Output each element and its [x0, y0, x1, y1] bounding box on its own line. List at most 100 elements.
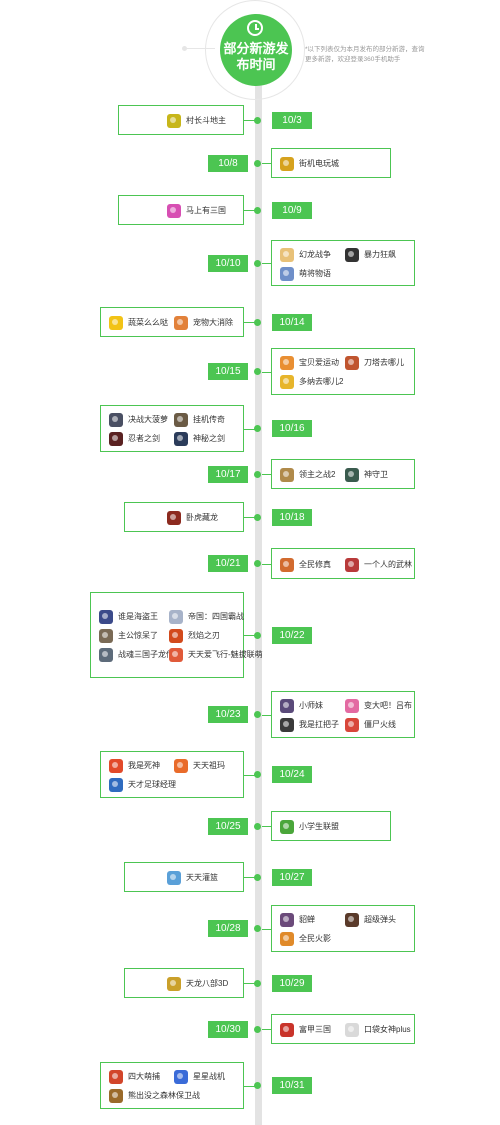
- game-item[interactable]: 街机电玩城: [280, 157, 339, 171]
- game-item[interactable]: 刀塔去哪儿: [345, 356, 404, 370]
- game-name: 暴力狂飙: [364, 249, 396, 259]
- game-item[interactable]: 暴力狂飙: [345, 247, 396, 262]
- game-icon[interactable]: [167, 511, 181, 525]
- date-badge: 10/23: [208, 706, 248, 723]
- game-icon[interactable]: [167, 204, 181, 218]
- clock-icon: [247, 20, 263, 36]
- game-icon[interactable]: [280, 468, 294, 482]
- game-icon[interactable]: [169, 648, 183, 662]
- game-icon[interactable]: [345, 468, 359, 482]
- game-icon[interactable]: [167, 114, 181, 128]
- game-name: 天天爱飞行-魅拔联萌: [188, 650, 263, 659]
- game-icon[interactable]: [345, 356, 359, 370]
- game-icon[interactable]: [280, 266, 294, 281]
- game-icon[interactable]: [174, 1070, 188, 1084]
- game-item[interactable]: 全民火影: [280, 932, 331, 946]
- game-item[interactable]: 天天灌篮: [167, 871, 218, 885]
- game-icon[interactable]: [169, 629, 183, 643]
- game-item[interactable]: 神秘之剑: [174, 432, 225, 446]
- game-icon[interactable]: [345, 718, 359, 732]
- game-item[interactable]: 天才足球经理: [109, 778, 176, 792]
- game-icon[interactable]: [280, 1023, 294, 1037]
- release-card: 四大萌捕星星战机熊出没之森林保卫战: [100, 1062, 244, 1109]
- game-item[interactable]: 我是扛把子: [280, 718, 339, 732]
- game-item[interactable]: 决战大菠萝: [109, 413, 168, 427]
- game-item[interactable]: 天天爱飞行-魅拔联萌: [169, 648, 263, 662]
- game-icon[interactable]: [167, 977, 181, 991]
- game-item[interactable]: 口袋女神plus: [345, 1023, 411, 1037]
- game-item[interactable]: 超级弹头: [345, 913, 396, 927]
- game-item[interactable]: 富甲三国: [280, 1023, 331, 1037]
- game-item[interactable]: 谁是海盗王: [99, 610, 158, 624]
- game-item[interactable]: 全民修真: [280, 557, 331, 572]
- game-item[interactable]: 帝国：四国霸战: [169, 610, 244, 624]
- game-icon[interactable]: [280, 932, 294, 946]
- game-item[interactable]: 僵尸火线: [345, 718, 396, 732]
- game-name: 街机电玩城: [299, 159, 339, 168]
- game-icon[interactable]: [280, 820, 294, 834]
- game-item[interactable]: 四大萌捕: [109, 1070, 160, 1084]
- game-item[interactable]: 领主之战2: [280, 468, 335, 482]
- game-icon[interactable]: [99, 610, 113, 624]
- game-icon[interactable]: [174, 759, 188, 773]
- game-icon[interactable]: [109, 1089, 123, 1103]
- game-item[interactable]: 村长斗地主: [167, 114, 226, 128]
- game-icon[interactable]: [280, 356, 294, 370]
- game-name: 天龙八部3D: [186, 979, 229, 988]
- game-icon[interactable]: [109, 432, 123, 446]
- game-icon[interactable]: [345, 557, 359, 572]
- game-item[interactable]: 星星战机: [174, 1070, 225, 1084]
- game-item[interactable]: 主公惊呆了: [99, 629, 158, 643]
- card-connector: [262, 929, 271, 930]
- game-icon[interactable]: [167, 871, 181, 885]
- game-icon[interactable]: [280, 375, 294, 389]
- game-item[interactable]: 多纳去哪儿2: [280, 375, 343, 389]
- game-item[interactable]: 忍者之剑: [109, 432, 160, 446]
- game-item[interactable]: 卧虎藏龙: [167, 511, 218, 525]
- game-name: 变大吧！吕布: [364, 701, 412, 710]
- game-item[interactable]: 幻龙战争: [280, 247, 331, 262]
- game-icon[interactable]: [169, 610, 183, 624]
- game-item[interactable]: 宠物大消除: [174, 316, 233, 330]
- game-item[interactable]: 貂蝉: [280, 913, 315, 927]
- game-icon[interactable]: [280, 718, 294, 732]
- game-icon[interactable]: [280, 699, 294, 713]
- game-icon[interactable]: [280, 913, 294, 927]
- game-item[interactable]: 神守卫: [345, 468, 388, 482]
- game-icon[interactable]: [99, 629, 113, 643]
- game-item[interactable]: 马上有三国: [167, 204, 226, 218]
- game-item[interactable]: 宝贝爱运动: [280, 356, 339, 370]
- game-name: 小学生联盟: [299, 822, 339, 831]
- game-icon[interactable]: [109, 413, 123, 427]
- game-icon[interactable]: [174, 316, 188, 330]
- game-item[interactable]: 天天祖玛: [174, 759, 225, 773]
- game-icon[interactable]: [109, 778, 123, 792]
- game-item[interactable]: 我是死神: [109, 759, 160, 773]
- game-item[interactable]: 一个人的武林: [345, 557, 412, 572]
- game-item[interactable]: 熊出没之森林保卫战: [109, 1089, 200, 1103]
- game-item[interactable]: 变大吧！吕布: [345, 699, 412, 713]
- game-item[interactable]: 战魂三国子龙传奇: [99, 648, 182, 662]
- game-icon[interactable]: [345, 1023, 359, 1037]
- game-item[interactable]: 烈焰之刃: [169, 629, 220, 643]
- game-icon[interactable]: [174, 432, 188, 446]
- game-item[interactable]: 挂机传奇: [174, 413, 225, 427]
- release-card: 街机电玩城: [271, 148, 391, 178]
- game-icon[interactable]: [109, 759, 123, 773]
- game-icon[interactable]: [99, 648, 113, 662]
- game-icon[interactable]: [174, 413, 188, 427]
- game-item[interactable]: 萌将物语: [280, 266, 331, 281]
- game-item[interactable]: 小师妹: [280, 699, 323, 713]
- game-icon[interactable]: [280, 247, 294, 262]
- game-icon[interactable]: [280, 157, 294, 171]
- game-icon[interactable]: [109, 316, 123, 330]
- game-icon[interactable]: [109, 1070, 123, 1084]
- date-badge: 10/30: [208, 1021, 248, 1038]
- game-icon[interactable]: [280, 557, 294, 572]
- game-icon[interactable]: [345, 247, 359, 262]
- game-icon[interactable]: [345, 913, 359, 927]
- game-item[interactable]: 小学生联盟: [280, 820, 339, 834]
- game-item[interactable]: 蔬菜么么哒: [109, 316, 168, 330]
- game-icon[interactable]: [345, 699, 359, 713]
- game-item[interactable]: 天龙八部3D: [167, 977, 228, 991]
